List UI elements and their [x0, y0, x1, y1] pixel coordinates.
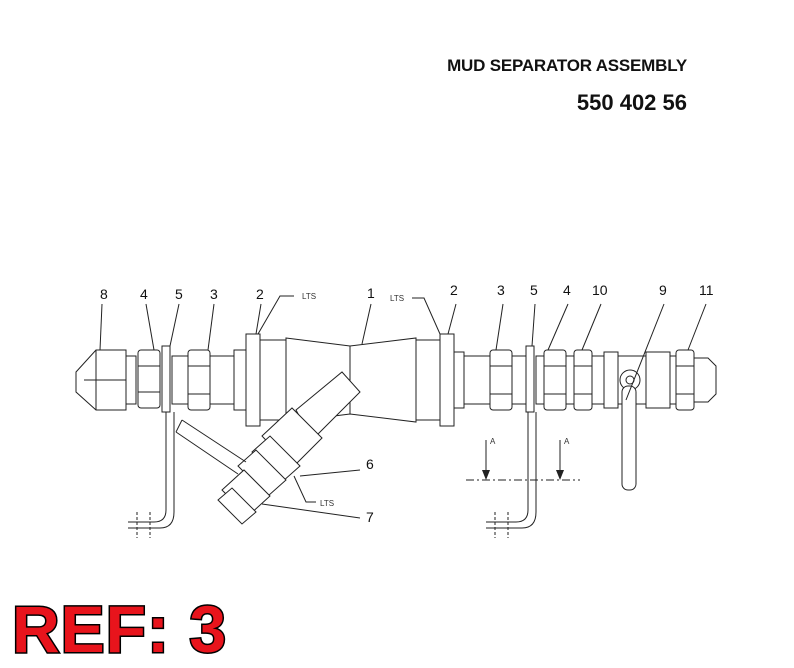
- callout-7: 7: [366, 509, 374, 525]
- lts-note-3: LTS: [320, 499, 334, 508]
- part-5-bracket-left: [128, 345, 175, 538]
- callout-leaders: [99, 303, 707, 519]
- part-5-bracket-right: [486, 345, 537, 538]
- lts-note-2: LTS: [390, 294, 404, 303]
- part-8-nozzle: [75, 349, 137, 411]
- part-9-ball-valve: [603, 351, 671, 491]
- callout-2-right: 2: [450, 282, 458, 298]
- callout-4-right: 4: [563, 282, 571, 298]
- ref-label: REF: 3: [10, 592, 228, 666]
- lts-note-1: LTS: [302, 292, 316, 301]
- callout-4-left: 4: [140, 286, 148, 302]
- part-4-nut-right: [535, 349, 567, 411]
- part-2-flange-right: [439, 333, 455, 427]
- callout-8: 8: [100, 286, 108, 302]
- part-2-flange-left: [245, 333, 287, 427]
- callout-5-right: 5: [530, 282, 538, 298]
- callout-5-left: 5: [175, 286, 183, 302]
- section-a-label-1: A: [490, 437, 496, 446]
- callout-2-left: 2: [256, 286, 264, 302]
- part-3-fitting-right: [453, 349, 527, 411]
- drawing-title: MUD SEPARATOR ASSEMBLY: [447, 56, 687, 75]
- callout-11: 11: [699, 282, 714, 298]
- callout-6: 6: [366, 456, 374, 472]
- callout-9: 9: [659, 282, 667, 298]
- part-10-adapter: [565, 349, 605, 411]
- section-line-a-a: A A: [466, 437, 580, 481]
- callout-1: 1: [367, 285, 375, 301]
- lts-notes: LTS LTS LTS: [257, 292, 441, 508]
- part-11-nipple: [669, 349, 717, 411]
- part-number: 550 402 56: [576, 90, 687, 115]
- callout-3-right: 3: [497, 282, 505, 298]
- callout-3-left: 3: [210, 286, 218, 302]
- part-3-fitting-left: [171, 349, 247, 411]
- section-a-label-2: A: [564, 437, 570, 446]
- callout-10: 10: [592, 282, 608, 298]
- callout-numbers: 8 4 5 3 2 1 2 3 5 4 10 9 11 6 7: [100, 282, 714, 525]
- part-4-nut-left: [137, 349, 161, 409]
